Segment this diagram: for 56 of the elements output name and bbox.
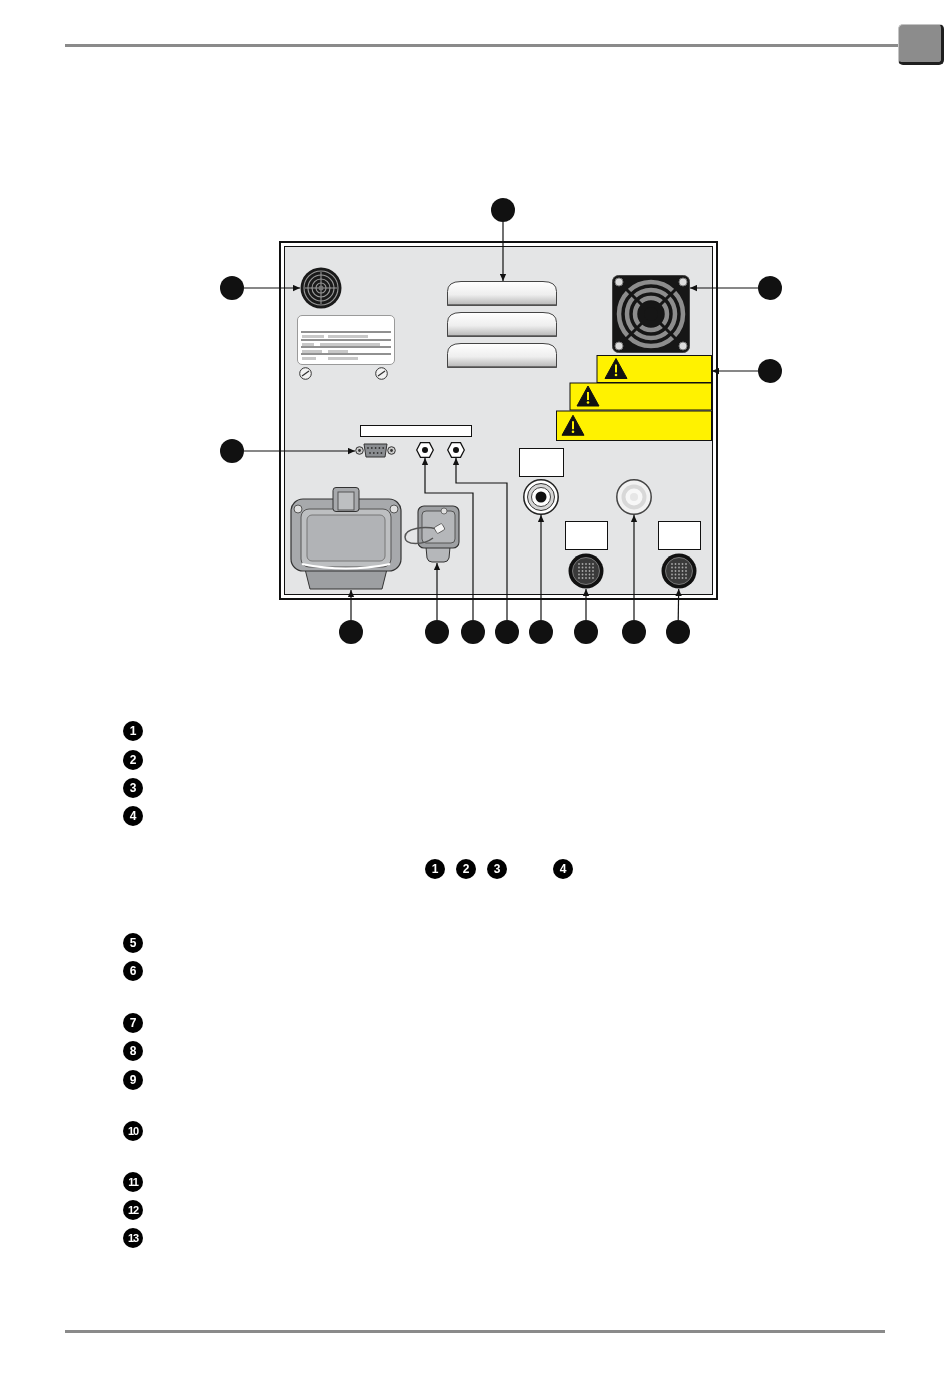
leader-line xyxy=(499,221,507,282)
leader-line xyxy=(537,514,545,621)
gas-fitting-drawing xyxy=(447,442,465,458)
callout-number: 6 xyxy=(123,961,143,981)
warning-labels-drawing xyxy=(556,355,712,441)
callout-number: 1 xyxy=(425,859,445,879)
callout-number: 2 xyxy=(456,859,476,879)
callout-number: 1 xyxy=(123,721,143,741)
callout-number: 3 xyxy=(123,778,143,798)
round-connector-drawing xyxy=(523,479,559,515)
leader-line xyxy=(421,457,474,621)
callout-circle xyxy=(461,620,485,644)
callout-circle xyxy=(758,276,782,300)
fan-drawing xyxy=(612,275,690,353)
callout-circle xyxy=(425,620,449,644)
air-vent-drawing xyxy=(447,281,557,368)
callout-circle xyxy=(622,620,646,644)
callout-number: 4 xyxy=(553,859,573,879)
callout-number: 10 xyxy=(123,1121,143,1141)
socket-cover-drawing xyxy=(404,505,460,563)
callout-number: 11 xyxy=(123,1172,143,1192)
callout-number: 7 xyxy=(123,1013,143,1033)
callout-circle xyxy=(491,198,515,222)
round-grille-drawing xyxy=(300,267,342,309)
callout-circle xyxy=(339,620,363,644)
power-inlet-drawing xyxy=(290,487,402,590)
leader-line xyxy=(675,588,682,621)
callout-number: 12 xyxy=(123,1200,143,1220)
callout-circle xyxy=(529,620,553,644)
callout-circle xyxy=(666,620,690,644)
callout-number: 5 xyxy=(123,933,143,953)
leader-line xyxy=(243,284,301,292)
callout-circle xyxy=(220,276,244,300)
leader-line xyxy=(711,367,759,375)
leader-line xyxy=(582,588,590,621)
gas-fitting-drawing xyxy=(416,442,434,458)
callout-number: 13 xyxy=(123,1228,143,1248)
multipin-connector-drawing xyxy=(661,553,697,589)
leader-line xyxy=(433,562,441,621)
leader-line xyxy=(347,589,355,621)
callout-circle xyxy=(495,620,519,644)
callout-number: 8 xyxy=(123,1041,143,1061)
callout-circle xyxy=(220,439,244,463)
callout-circle xyxy=(758,359,782,383)
serial-port-drawing xyxy=(355,442,396,459)
round-connector-drawing xyxy=(616,479,652,515)
leader-line xyxy=(689,284,759,292)
callout-number: 4 xyxy=(123,806,143,826)
multipin-connector-drawing xyxy=(568,553,604,589)
callout-number: 9 xyxy=(123,1070,143,1090)
leader-line xyxy=(452,457,508,621)
callout-number: 2 xyxy=(123,750,143,770)
callout-number: 3 xyxy=(487,859,507,879)
leader-line xyxy=(630,514,638,621)
callout-circle xyxy=(574,620,598,644)
leader-line xyxy=(243,447,356,455)
